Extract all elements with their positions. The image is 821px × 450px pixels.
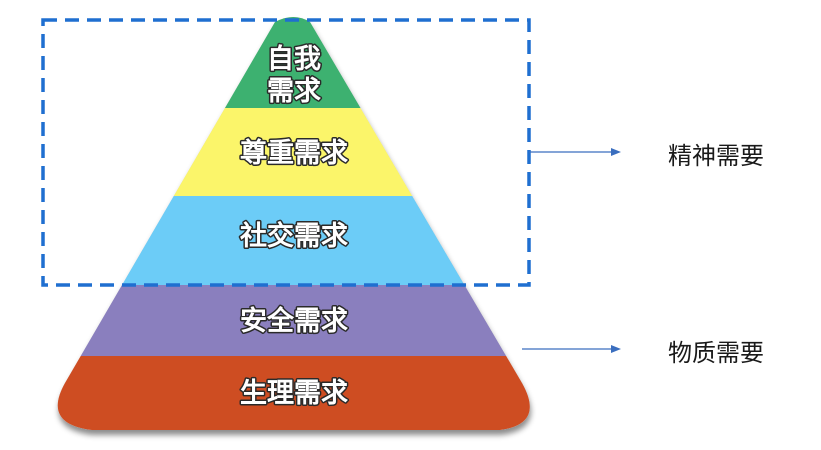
- tier-self-actualization: [57, 17, 530, 108]
- tier-social: [57, 196, 530, 285]
- tier-self-actualization-label-line1: 自我: [267, 43, 321, 75]
- tier-self-actualization-label-line2: 需求: [267, 76, 321, 107]
- tier-physiological: [57, 356, 530, 430]
- tier-physiological-label: 生理需求: [240, 378, 348, 409]
- tier-social-label: 社交需求: [240, 220, 348, 252]
- material-needs-label: 物质需要: [668, 339, 764, 367]
- arrow-material: [522, 345, 621, 353]
- arrow-spiritual: [529, 148, 621, 156]
- spiritual-needs-label: 精神需要: [668, 142, 764, 170]
- tier-safety-label: 安全需求: [240, 305, 348, 337]
- tier-esteem-label: 尊重需求: [240, 138, 348, 169]
- tier-safety: [57, 285, 530, 356]
